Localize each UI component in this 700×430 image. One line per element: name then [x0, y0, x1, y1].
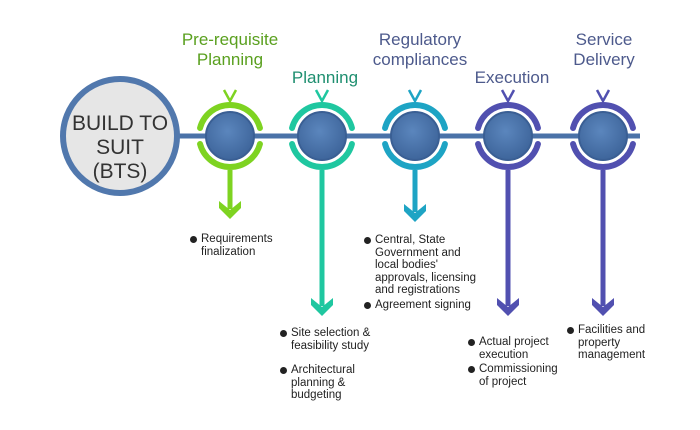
phase-title-line: Planning — [196, 50, 264, 69]
node-core — [205, 111, 255, 161]
node-antenna-icon — [500, 89, 516, 104]
arrow-down-icon — [592, 298, 614, 316]
bullet-item: Central, State Government and local bodi… — [364, 234, 482, 297]
phase-title-line: Service — [575, 30, 633, 49]
bullet-dot-icon — [468, 366, 475, 373]
phase-node — [193, 89, 267, 219]
phase-title-line: compliances — [372, 50, 468, 69]
bullet-dot-icon — [280, 330, 287, 337]
phase-title-line: Pre-requisite — [181, 30, 279, 49]
bullet-text: Facilities and property management — [578, 324, 646, 361]
node-core — [390, 111, 440, 161]
phase-title-execution: Execution — [442, 68, 582, 88]
node-ring-lower — [197, 141, 263, 170]
node-antenna-icon — [595, 89, 611, 104]
bullet-item: Architectural planning & budgeting — [280, 364, 361, 402]
phase-title-line: Delivery — [573, 50, 635, 69]
node-core — [297, 111, 347, 161]
bullet-dot-icon — [190, 236, 197, 243]
center-label-line: SUIT — [96, 136, 144, 159]
node-ring-lower — [382, 141, 448, 170]
bullet-dot-icon — [567, 327, 574, 334]
node-ring-lower — [289, 141, 355, 170]
node-ring-lower — [570, 141, 636, 170]
phase-title-line: Regulatory — [378, 30, 462, 49]
bullet-text: Architectural planning & budgeting — [291, 364, 355, 401]
node-ring-upper — [570, 102, 636, 131]
bullet-item: Site selection & feasibility study — [280, 327, 375, 352]
bullet-item: Agreement signing — [364, 299, 482, 312]
center-label: BUILD TO SUIT (BTS) — [62, 112, 178, 184]
center-label-line: BUILD TO — [71, 112, 169, 135]
phase-title-line: Planning — [291, 68, 359, 87]
phase-bullets-execution: Actual project execution Commissioning o… — [468, 336, 568, 396]
phase-bullets-service-delivery: Facilities and property management — [567, 324, 652, 370]
arrow-down-icon — [497, 298, 519, 316]
bullet-text: Agreement signing — [375, 298, 471, 311]
phase-title-line: Execution — [474, 68, 550, 87]
bullet-text: Commissioning of project — [479, 363, 558, 388]
node-ring-upper — [382, 102, 448, 131]
phase-bullets-regulatory-compliances: Central, State Government and local bodi… — [364, 234, 482, 319]
node-core — [578, 111, 628, 161]
node-ring-lower — [475, 141, 541, 170]
node-ring-upper — [289, 102, 355, 131]
arrow-down-icon — [404, 204, 426, 222]
phase-node — [285, 89, 359, 316]
arrow-down-icon — [219, 201, 241, 219]
bullet-item: Requirements finalization — [190, 233, 285, 258]
bullet-item: Facilities and property management — [567, 324, 652, 362]
node-antenna-icon — [314, 89, 330, 104]
bullet-item: Actual project execution — [468, 336, 554, 361]
center-node — [60, 76, 180, 196]
bullet-text: Requirements finalization — [201, 233, 273, 258]
bullet-dot-icon — [364, 237, 371, 244]
bullet-item: Commissioning of project — [468, 363, 559, 388]
bullet-text: Central, State Government and local bodi… — [375, 234, 477, 296]
phase-title-planning: Planning — [255, 68, 395, 88]
bullet-text: Site selection & feasibility study — [291, 327, 371, 352]
phase-bullets-planning: Site selection & feasibility study Archi… — [280, 327, 375, 410]
node-antenna-icon — [222, 89, 238, 104]
bullet-text: Actual project execution — [479, 336, 549, 361]
phase-title-prerequisite-planning: Pre-requisite Planning — [160, 30, 300, 70]
phase-title-service-delivery: Service Delivery — [534, 30, 674, 70]
phase-bullets-prerequisite-planning: Requirements finalization — [190, 233, 285, 266]
bullet-dot-icon — [364, 301, 371, 309]
arrow-down-icon — [311, 298, 333, 316]
node-core — [483, 111, 533, 161]
center-label-line: (BTS) — [92, 160, 148, 183]
phase-node — [378, 89, 452, 222]
node-ring-upper — [475, 102, 541, 131]
phase-node — [566, 89, 640, 316]
center-circle — [60, 76, 180, 196]
node-ring-upper — [197, 102, 263, 131]
bullet-dot-icon — [468, 339, 475, 346]
phase-node — [471, 89, 545, 316]
phase-title-regulatory-compliances: Regulatory compliances — [350, 30, 490, 70]
bullet-dot-icon — [280, 367, 287, 374]
node-antenna-icon — [407, 89, 423, 104]
